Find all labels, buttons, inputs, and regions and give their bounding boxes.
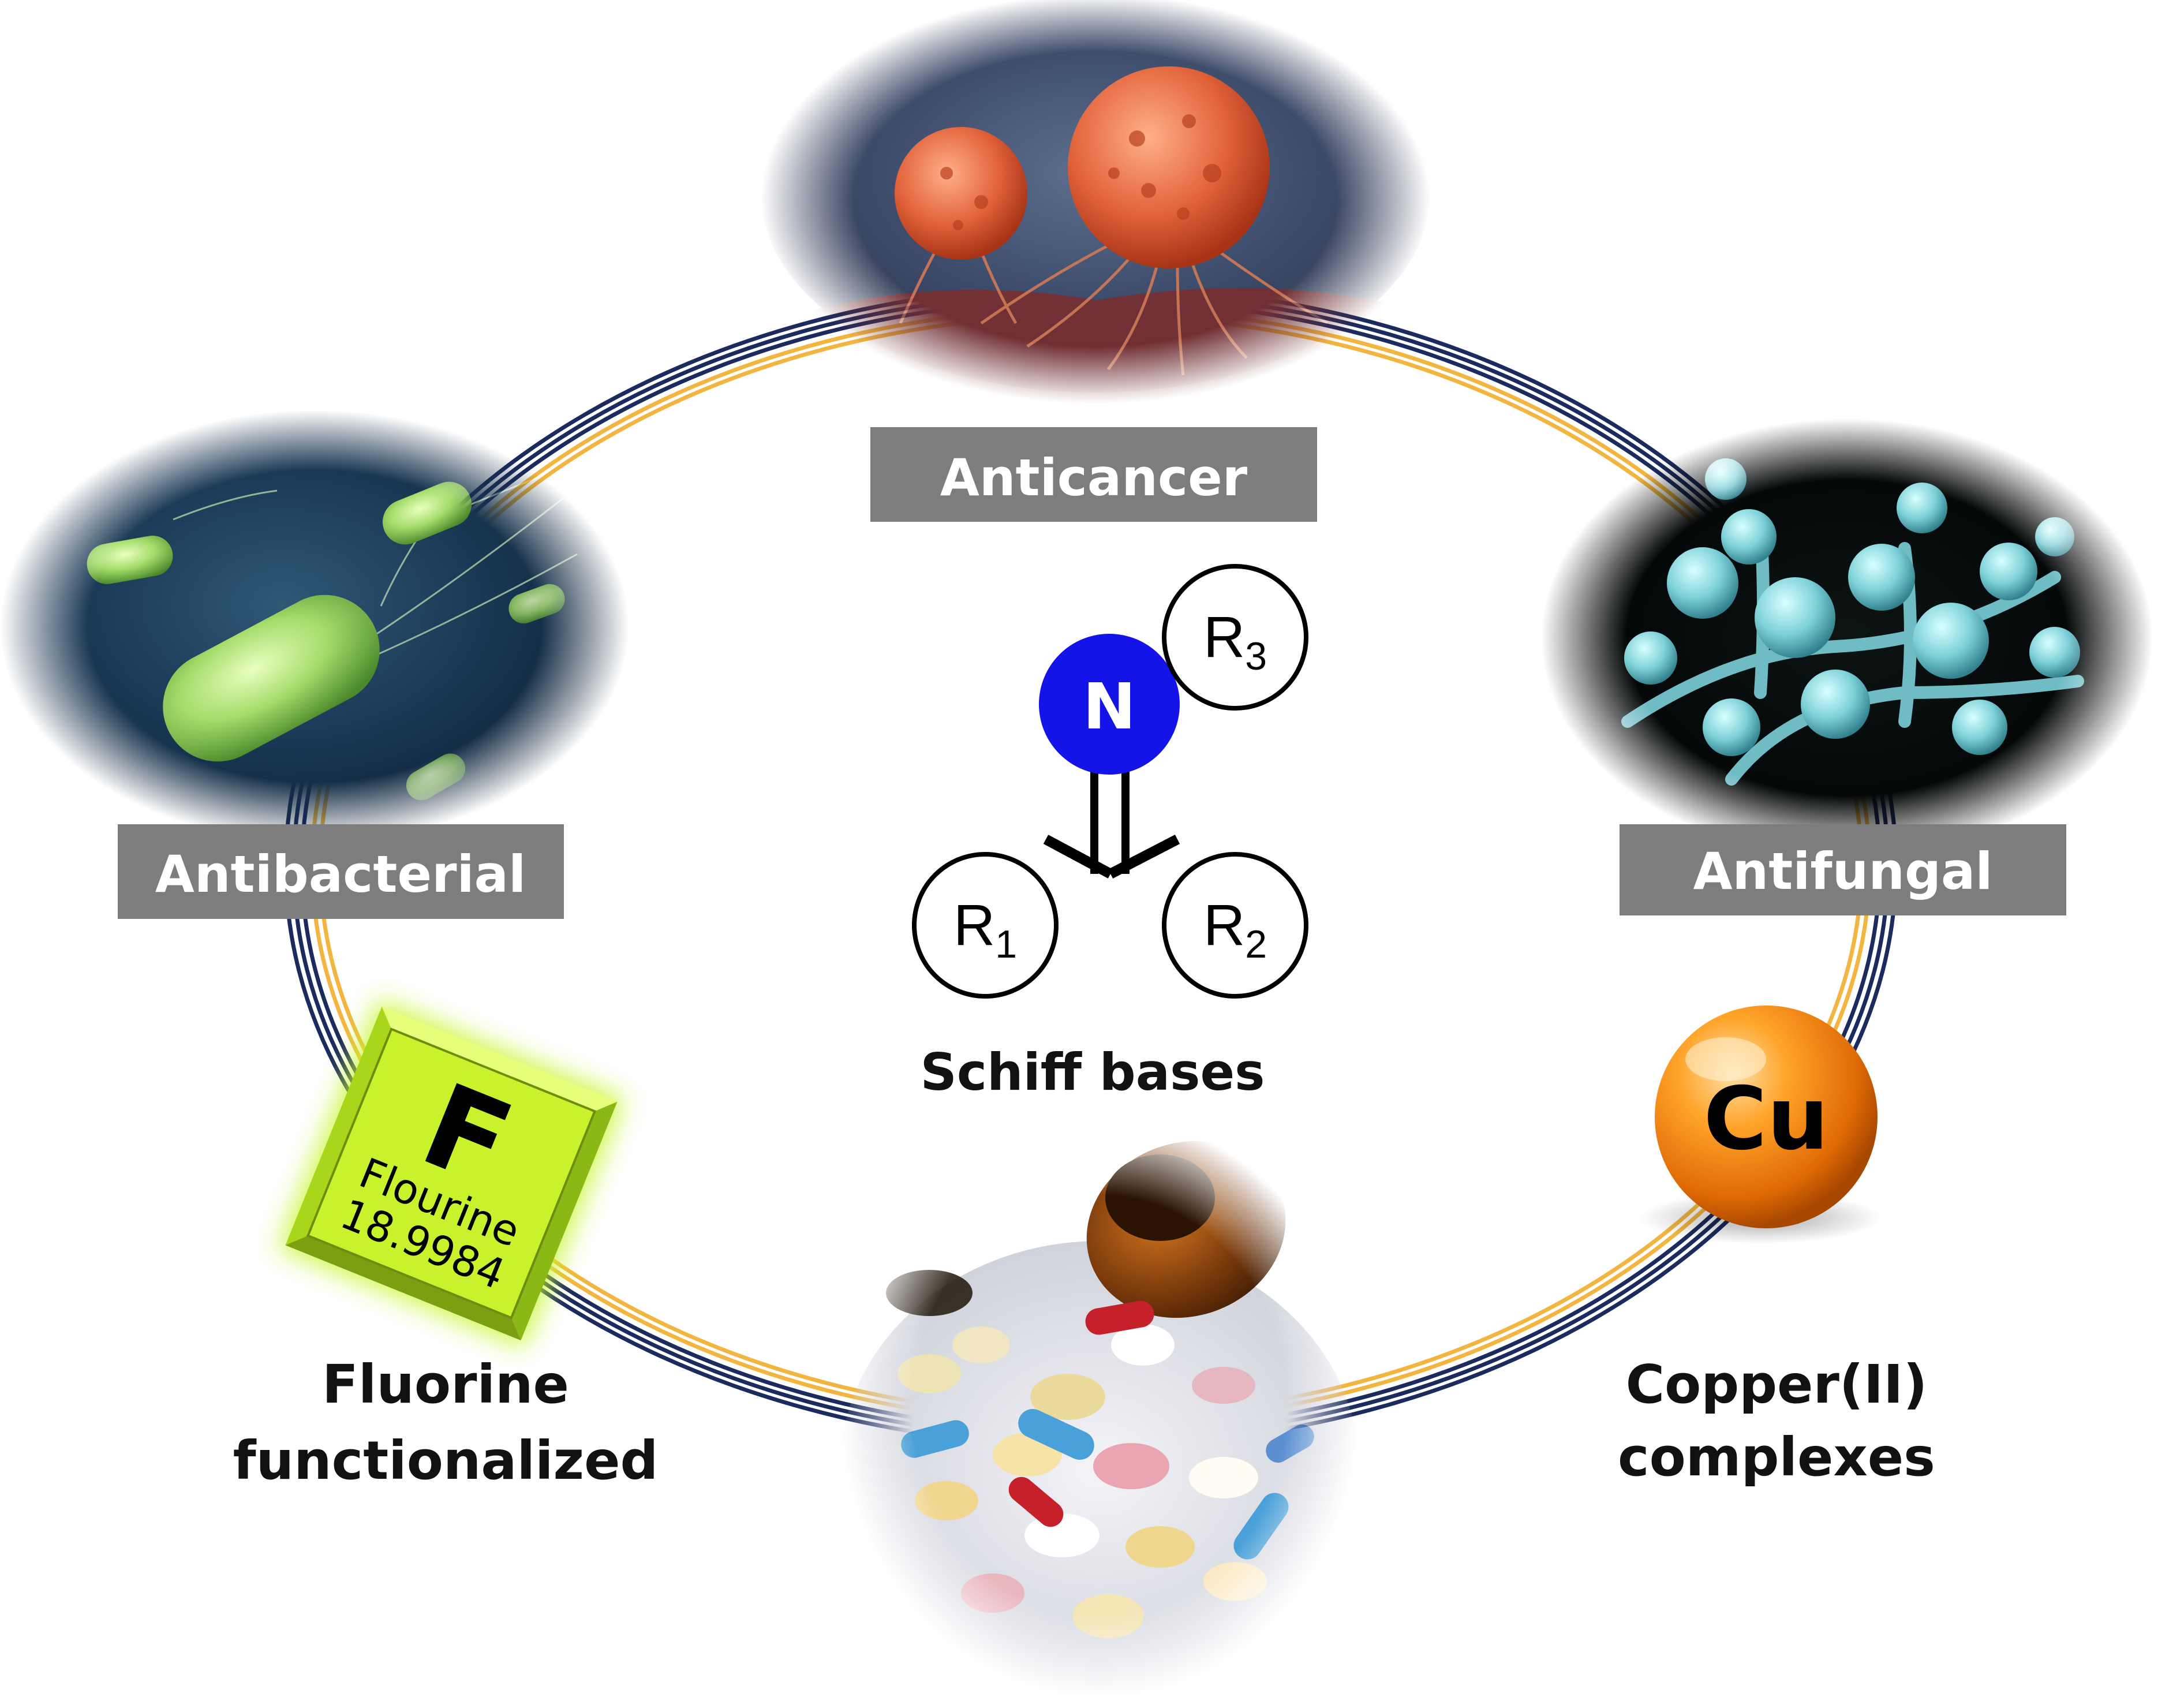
r3-label: R [1203, 605, 1245, 670]
antibacterial-label: Antibacterial [155, 844, 526, 904]
anticancer-banner: Anticancer [870, 427, 1317, 522]
pills-image [840, 1141, 1359, 1697]
copper-sphere: Cu [1639, 1006, 1882, 1244]
copper-caption-line2: complexes [1618, 1426, 1935, 1488]
r2-subscript: 2 [1245, 922, 1267, 966]
bond-r1 [1043, 835, 1113, 879]
r1-label: R [953, 893, 995, 958]
copper-caption-line1: Copper(II) [1626, 1354, 1928, 1415]
antifungal-banner: Antifungal [1620, 824, 2066, 915]
fluorine-caption-line2: functionalized [233, 1430, 659, 1492]
r2-label: R [1203, 893, 1245, 958]
svg-text:R1: R1 [953, 893, 1017, 966]
r1-group: R1 [912, 852, 1059, 999]
copper-symbol: Cu [1704, 1069, 1829, 1169]
svg-text:R3: R3 [1203, 605, 1267, 678]
svg-text:R2: R2 [1203, 893, 1267, 966]
antibacterial-banner: Antibacterial [118, 824, 564, 919]
fluorine-caption-line1: Fluorine [322, 1354, 569, 1415]
r2-group: R2 [1162, 852, 1308, 999]
schiff-bases-title: Schiff bases [920, 1042, 1265, 1102]
nitrogen-atom [1039, 634, 1180, 775]
fluorine-tile: F Flourine 18.9984 [278, 999, 625, 1348]
r3-group: R3 [1162, 564, 1308, 711]
anticancer-image [761, 0, 1430, 404]
r3-subscript: 3 [1245, 634, 1267, 678]
anticancer-label: Anticancer [940, 448, 1248, 507]
nitrogen-label: N [1083, 670, 1136, 743]
antifungal-image [1541, 418, 2153, 857]
r1-subscript: 1 [995, 922, 1017, 966]
schiff-base-structure: N R3 R1 R2 Schiff bases [912, 564, 1308, 1102]
antifungal-label: Antifungal [1693, 842, 1992, 901]
bond-r2 [1108, 835, 1180, 879]
antibacterial-image [0, 410, 629, 843]
